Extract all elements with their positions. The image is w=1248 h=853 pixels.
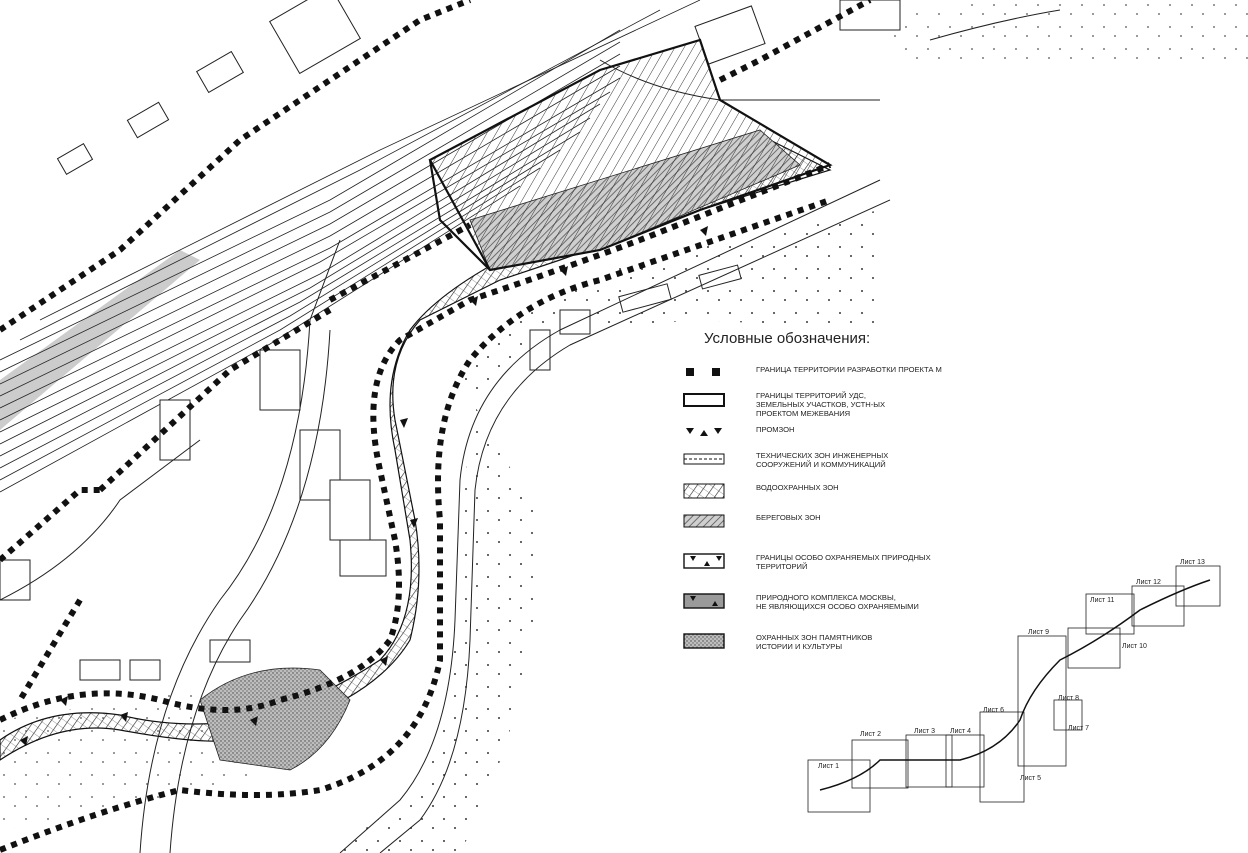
sheet-index-frame bbox=[979, 711, 1025, 803]
road-lines bbox=[0, 9, 1061, 853]
sheet-label: Лист 4 bbox=[950, 728, 971, 735]
legend-label: ПРОМЗОН bbox=[756, 425, 795, 434]
sheet-index-frame bbox=[1053, 699, 1083, 731]
sheet-labels: Лист 1 Лист 2 Лист 3 Лист 4 Лист 5 Лист … bbox=[818, 559, 1205, 782]
sheet-label: Лист 5 bbox=[1020, 775, 1041, 782]
legend-item-moscow-natural-complex: ПРИРОДНОГО КОМПЛЕКСА МОСКВЫ, НЕ ЯВЛЯЮЩИХ… bbox=[680, 592, 970, 626]
legend-label: ГРАНИЦА ТЕРРИТОРИИ РАЗРАБОТКИ ПРОЕКТА М bbox=[756, 365, 942, 374]
sheet-index-frame bbox=[945, 734, 985, 788]
solid-outline-box-icon bbox=[683, 393, 725, 407]
sheet-label: Лист 12 bbox=[1136, 579, 1161, 586]
sheet-label: Лист 13 bbox=[1180, 559, 1205, 566]
stipple-box-icon bbox=[683, 633, 725, 649]
legend-label: БЕРЕГОВЫХ ЗОН bbox=[756, 513, 821, 522]
sheet-label: Лист 1 bbox=[818, 763, 839, 770]
legend-label: ПРИРОДНОГО КОМПЛЕКСА МОСКВЫ, НЕ ЯВЛЯЮЩИХ… bbox=[756, 593, 919, 611]
legend-item-project-boundary: ГРАНИЦА ТЕРРИТОРИИ РАЗРАБОТКИ ПРОЕКТА М bbox=[680, 364, 970, 398]
sheet-index-frame bbox=[807, 759, 871, 813]
legend-label: ГРАНИЦЫ ОСОБО ОХРАНЯЕМЫХ ПРИРОДНЫХ ТЕРРИ… bbox=[756, 553, 931, 571]
building-footprints bbox=[0, 0, 901, 681]
diagonal-hatch-icon bbox=[683, 514, 725, 528]
protected-area-boundary-icon bbox=[683, 553, 725, 569]
legend-item-protected-natural: ГРАНИЦЫ ОСОБО ОХРАНЯЕМЫХ ПРИРОДНЫХ ТЕРРИ… bbox=[680, 552, 970, 586]
sheet-label: Лист 3 bbox=[914, 728, 935, 735]
cross-hatch-icon bbox=[683, 483, 725, 499]
legend-title: Условные обозначения: bbox=[704, 330, 871, 347]
sheet-label: Лист 8 bbox=[1058, 695, 1079, 702]
double-line-box-icon bbox=[683, 453, 725, 465]
sheet-index-map bbox=[807, 565, 1221, 813]
sheet-label: Лист 7 bbox=[1068, 725, 1089, 732]
legend-item-shore-zones: БЕРЕГОВЫХ ЗОН bbox=[680, 512, 970, 546]
sheet-index-frame bbox=[1067, 627, 1121, 669]
shaded-triangle-box-icon bbox=[683, 593, 725, 609]
boundary-tick-markers bbox=[20, 226, 708, 746]
sheet-label: Лист 9 bbox=[1028, 629, 1049, 636]
railway-yard-fill bbox=[0, 250, 200, 430]
sheet-label: Лист 2 bbox=[860, 731, 881, 738]
project-boundary-line bbox=[0, 0, 872, 853]
triangle-markers-icon bbox=[686, 428, 722, 436]
legend-label: ТЕХНИЧЕСКИХ ЗОН ИНЖЕНЕРНЫХ СООРУЖЕНИЙ И … bbox=[756, 451, 889, 469]
sheet-label: Лист 6 bbox=[983, 707, 1004, 714]
sheet-index-frame bbox=[851, 739, 909, 789]
sheet-index-frame bbox=[1175, 565, 1221, 607]
legend-item-water-zones: ВОДООХРАННЫХ ЗОН bbox=[680, 482, 970, 516]
legend-item-tech-zones: ТЕХНИЧЕСКИХ ЗОН ИНЖЕНЕРНЫХ СООРУЖЕНИЙ И … bbox=[680, 450, 970, 484]
legend-label: ОХРАННЫХ ЗОН ПАМЯТНИКОВ ИСТОРИИ И КУЛЬТУ… bbox=[756, 633, 873, 651]
sheet-label: Лист 11 bbox=[1090, 597, 1115, 604]
legend-label: ВОДООХРАННЫХ ЗОН bbox=[756, 483, 839, 492]
sheet-label: Лист 10 bbox=[1122, 643, 1147, 650]
legend-item-promzone: ПРОМЗОН bbox=[680, 424, 970, 458]
sheet-index-frame bbox=[1017, 635, 1067, 767]
dashed-bold-boundary-icon bbox=[686, 368, 720, 376]
legend-label: ГРАНИЦЫ ТЕРРИТОРИЙ УДС, ЗЕМЕЛЬНЫХ УЧАСТК… bbox=[756, 391, 886, 418]
sheet-index-frame bbox=[905, 734, 953, 788]
legend-item-udc-territories: ГРАНИЦЫ ТЕРРИТОРИЙ УДС, ЗЕМЕЛЬНЫХ УЧАСТК… bbox=[680, 390, 970, 424]
legend-item-heritage-zones: ОХРАННЫХ ЗОН ПАМЯТНИКОВ ИСТОРИИ И КУЛЬТУ… bbox=[680, 632, 970, 666]
